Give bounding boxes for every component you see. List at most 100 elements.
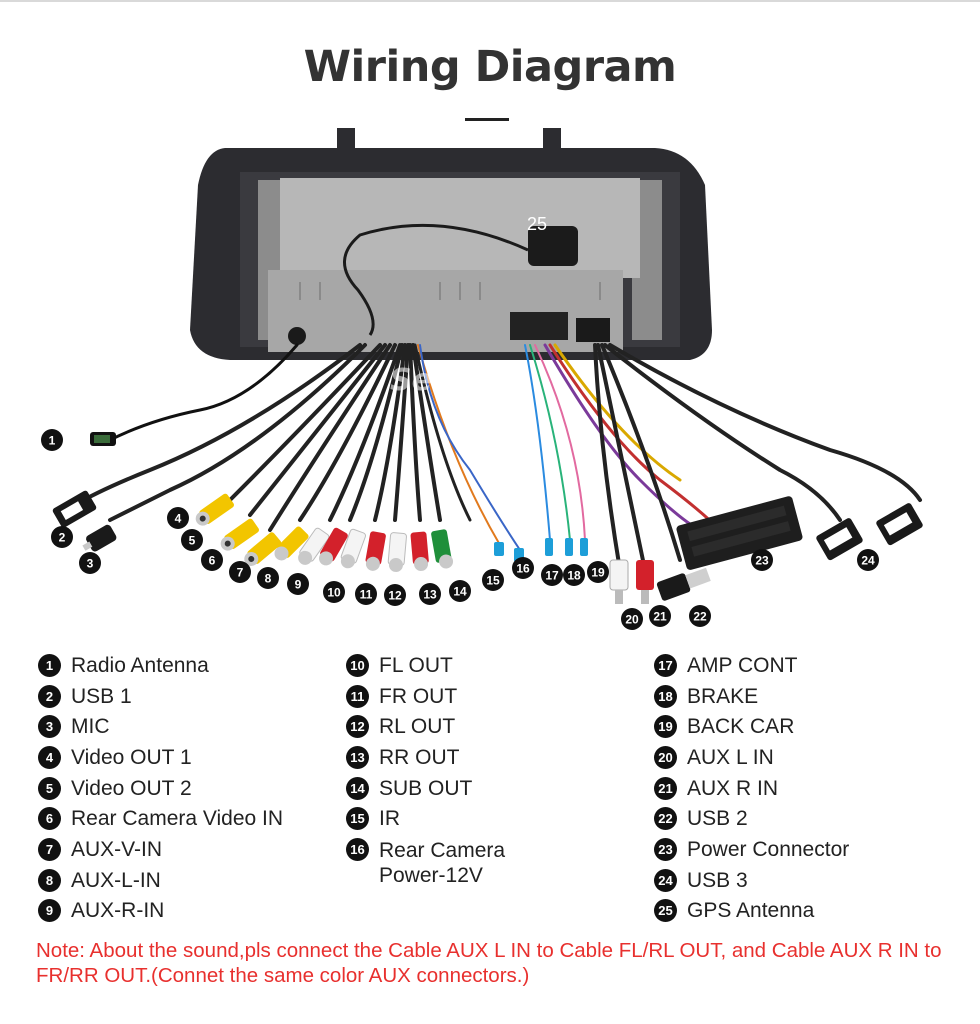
- wire-aux-v: [298, 343, 397, 522]
- legend-label: IR: [379, 807, 400, 831]
- legend-number-badge: 15: [346, 807, 369, 831]
- usb3-socket-a: [816, 518, 863, 561]
- photo-badge-19: 19: [587, 561, 609, 583]
- photo-badge-17: 17: [541, 564, 563, 586]
- photo-badge-1: 1: [41, 429, 63, 451]
- rca-rl-out: [387, 532, 407, 572]
- wire-brake: [529, 344, 571, 541]
- wiring-diagram-photo: Seicane 12345678910111213141516171819202…: [41, 128, 923, 630]
- legend-item: 21 AUX R IN: [654, 773, 849, 804]
- legend-label: Rear Camera Power-12V: [379, 839, 506, 888]
- svg-text:8: 8: [265, 572, 272, 586]
- photo-badge-16: 16: [512, 557, 534, 579]
- iso-connector-right: [510, 312, 568, 340]
- svg-text:9: 9: [295, 578, 302, 592]
- wire-cam-power: [419, 344, 521, 551]
- wire-aux-l-in: [593, 343, 622, 572]
- legend-number-badge: 19: [654, 715, 677, 739]
- svg-text:10: 10: [327, 586, 341, 600]
- wire-rr: [411, 343, 442, 522]
- legend-item: 16 Rear Camera Power-12V: [346, 834, 505, 890]
- gps-antenna: [528, 226, 578, 266]
- wire-amp: [524, 344, 551, 541]
- legend-number-badge: 16: [346, 838, 369, 862]
- svg-text:19: 19: [591, 566, 605, 580]
- photo-badge-13: 13: [419, 583, 441, 605]
- legend-label: SUB OUT: [379, 776, 473, 800]
- svg-text:12: 12: [388, 589, 402, 603]
- legend-number-badge: 13: [346, 745, 369, 769]
- aux-r-in-plug: [636, 560, 654, 604]
- photo-badge-23: 23: [751, 549, 773, 571]
- legend-number-badge: 8: [38, 868, 61, 892]
- wire-video-1: [228, 343, 382, 502]
- wire-fr: [393, 343, 410, 522]
- chassis-vents: [299, 282, 601, 300]
- svg-text:24: 24: [861, 554, 875, 568]
- photo-badge-14: 14: [449, 580, 471, 602]
- wire-aux-r: [348, 343, 404, 522]
- svg-text:15: 15: [486, 574, 500, 588]
- wires: [73, 343, 922, 572]
- wire-ir: [417, 344, 501, 546]
- svg-text:18: 18: [567, 569, 581, 583]
- page-title: Wiring Diagram: [303, 42, 677, 92]
- wire-mic: [108, 343, 367, 522]
- bezel-tab-right: [543, 128, 561, 150]
- legend-label: MIC: [71, 715, 110, 739]
- legend-label: FL OUT: [379, 653, 453, 677]
- legend-number-badge: 11: [346, 684, 369, 708]
- legend-label: AUX R IN: [687, 776, 779, 800]
- photo-badge-15: 15: [482, 569, 504, 591]
- legend-number-badge: 20: [654, 745, 677, 769]
- wire-usb2: [600, 343, 682, 562]
- rca-video-out-2: [220, 518, 259, 551]
- watermark: Seicane: [390, 363, 522, 398]
- wire-harness-1: [543, 343, 702, 532]
- usb2-plug: [656, 567, 711, 601]
- legend-number-badge: 3: [38, 715, 61, 739]
- legend-label: AUX-R-IN: [71, 899, 165, 923]
- wire-aux-r-in: [596, 343, 647, 572]
- rca-fr-out: [365, 531, 386, 571]
- svg-text:21: 21: [653, 610, 667, 624]
- legend-label: BRAKE: [687, 684, 759, 708]
- legend-number-badge: 6: [38, 807, 61, 831]
- legend-number-badge: 5: [38, 776, 61, 800]
- legend-number-badge: 17: [654, 653, 677, 677]
- svg-text:20: 20: [625, 613, 639, 627]
- wire-harness-3: [553, 343, 682, 482]
- photo-badge-2: 2: [51, 526, 73, 548]
- legend-number-badge: 18: [654, 684, 677, 708]
- legend-item: 24 USB 3: [654, 865, 849, 896]
- wire-sub: [413, 343, 472, 522]
- legend-number-badge: 1: [38, 653, 61, 677]
- legend-label: USB 3: [687, 868, 748, 892]
- legend-number-badge: 9: [38, 899, 61, 923]
- legend-item: 13 RR OUT: [346, 742, 505, 773]
- svg-text:16: 16: [516, 562, 530, 576]
- legend-number-badge: 24: [654, 868, 677, 892]
- legend-item: 17 AMP CONT: [654, 650, 849, 681]
- legend-number-badge: 21: [654, 776, 677, 800]
- rca-aux-r-in: [319, 527, 348, 566]
- usb3-socket-b: [876, 503, 923, 546]
- head-unit: [190, 128, 712, 360]
- power-connector: [676, 496, 803, 570]
- svg-text:13: 13: [423, 588, 437, 602]
- usb-socket: [576, 318, 610, 342]
- legend-label: AMP CONT: [687, 653, 798, 677]
- legend-number-badge: 14: [346, 776, 369, 800]
- legend-label: RR OUT: [379, 745, 460, 769]
- usb1-plug: [52, 490, 97, 528]
- photo-badge-7: 7: [229, 561, 251, 583]
